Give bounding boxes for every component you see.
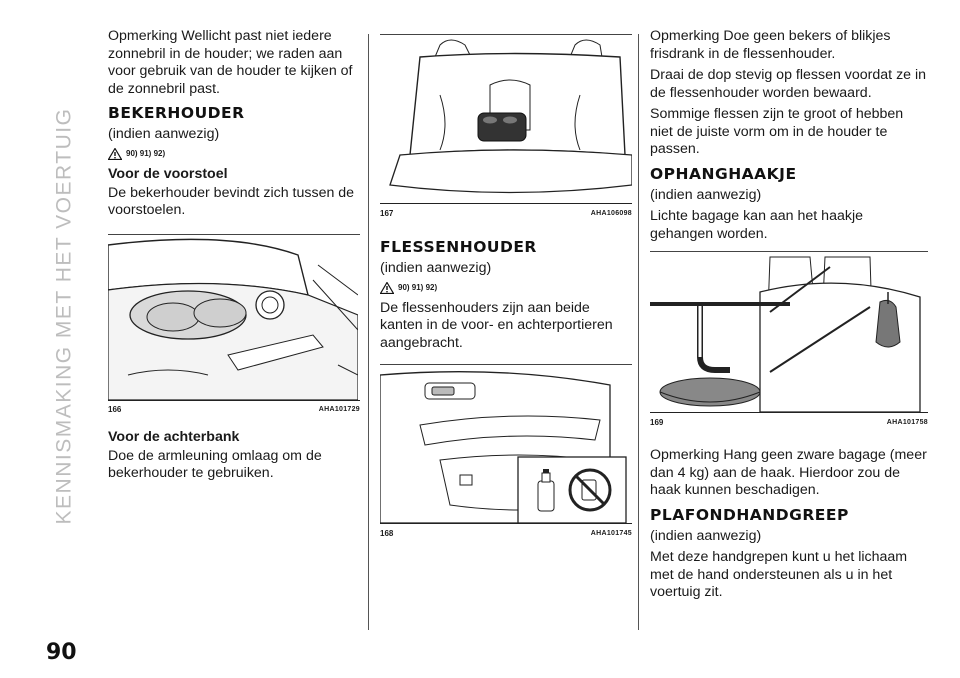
seat-hook-illustration [650,252,928,412]
figure-number: 167 [380,208,394,218]
figure-number: 169 [650,417,664,427]
section-title-bekerhouder: BEKERHOUDER [108,104,245,122]
subheading-rear-seat: Voor de achterbank [108,428,240,445]
front-seat-text: De bekerhouder bevindt zich tussen de vo… [108,184,355,219]
section-title-plafondhandgreep: PLAFONDHANDGREEP [650,505,849,524]
note-sunglasses: Opmerking Wellicht past niet iedere zonn… [108,28,353,97]
figure-code: AHA101729 [318,406,360,413]
subheading-front-seat: Voor de voorstoel [108,165,228,182]
warning-reference: 90) 91) 92) [108,147,360,160]
figure-167: 167 AHA106098 [380,34,632,222]
figure-code: AHA106098 [590,209,632,217]
figure-169: 169 AHA101758 [650,251,928,431]
column-divider [638,34,639,630]
bottle-cap-text: Draai de dop stevig op flessen voordat z… [650,67,927,101]
note-no-cups: Opmerking Doe geen bekers of blikjes fri… [650,28,891,62]
note-heavy-luggage: Opmerking Hang geen zware bagage (meer d… [650,447,927,498]
grab-handle-text: Met deze handgrepen kunt u het lichaam m… [650,549,908,600]
column-2: 167 AHA106098 FLESSENHOUDER (indien aanw… [380,28,632,542]
figure-168: 168 AHA101745 [380,364,632,542]
section-title-ophanghaakje: OPHANGHAAKJE [650,164,797,183]
availability-note: (indien aanwezig) [650,186,762,203]
figure-code: AHA101758 [886,418,928,426]
chapter-side-title: KENNISMAKING MET HET VOERTUIG [48,16,80,616]
bottle-icon [537,469,555,512]
warning-triangle-icon [108,147,122,160]
availability-note: (indien aanwezig) [650,527,762,544]
rear-armrest-illustration [380,35,632,203]
front-cupholder-illustration [108,234,360,400]
column-divider [368,34,369,630]
column-1: Opmerking Wellicht past niet iedere zonn… [108,28,360,487]
figure-number: 166 [108,405,122,414]
warning-triangle-icon [380,281,394,294]
column-3: Opmerking Doe geen bekers of blikjes fri… [650,28,928,606]
door-bottle-holder-illustration [380,365,632,523]
figure-166: 166 AHA101729 [108,233,360,419]
figure-number: 168 [380,528,394,538]
reference-numbers: 90) 91) 92) [126,149,166,158]
reference-numbers: 90) 91) 92) [398,283,438,292]
warning-reference: 90) 91) 92) [380,281,632,294]
bottle-size-text: Sommige flessen zijn te groot of hebben … [650,106,904,157]
figure-code: AHA101745 [590,529,632,537]
section-title-flessenhouder: FLESSENHOUDER [380,238,537,256]
no-cup-icon [568,468,612,512]
chapter-title-text: KENNISMAKING MET HET VOERTUIG [52,107,75,525]
hook-text: Lichte bagage kan aan het haakje gehange… [650,208,863,242]
rear-seat-text: Doe de armleuning omlaag om de bekerhoud… [108,447,322,482]
page-number: 90 [46,640,77,665]
availability-note: (indien aanwezig) [108,126,220,142]
bottle-holder-text: De flessenhouders zijn aan beide kanten … [380,299,613,351]
availability-note: (indien aanwezig) [380,260,492,276]
